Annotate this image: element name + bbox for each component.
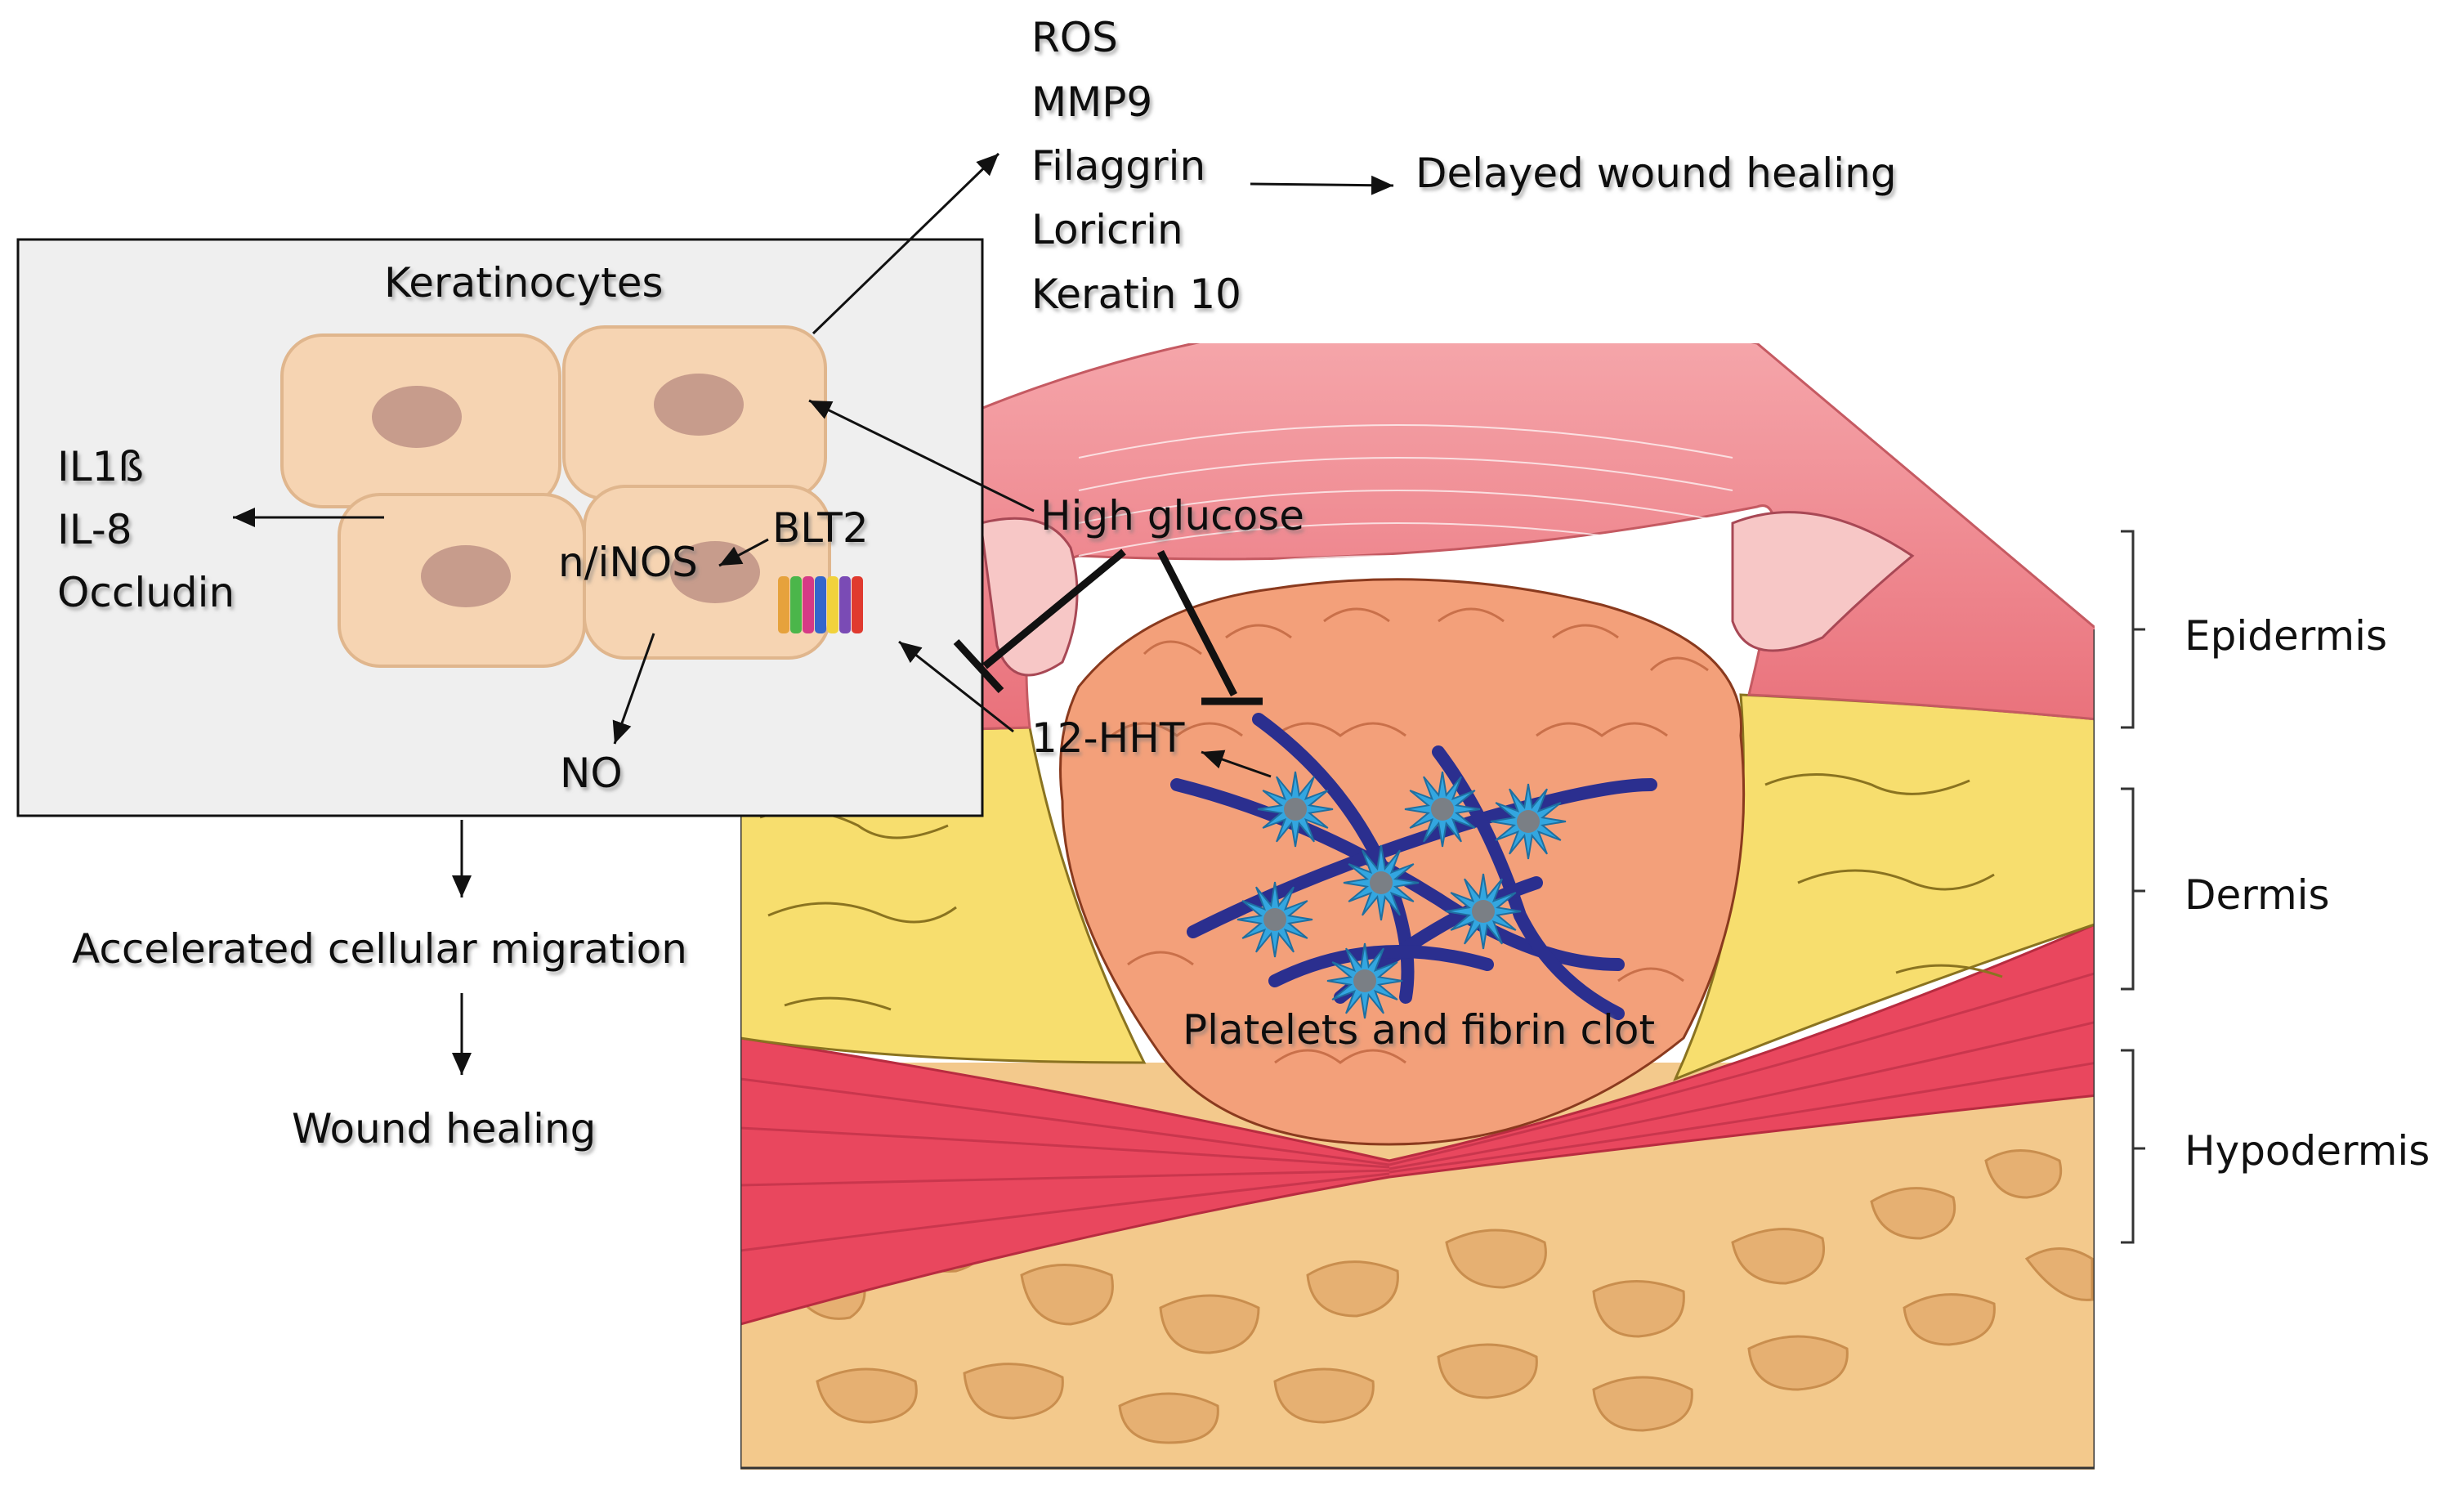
clot-bumps [1111,607,1709,1064]
arrow-to-no [612,633,655,745]
arrow-clot-to-12hht [1201,750,1272,778]
cell-nucleus [372,386,462,448]
keratinocytes-title: Keratinocytes [384,259,664,307]
skin-cross-section-illustration [740,343,2095,1470]
keratinocyte-cells [280,325,831,668]
platelets-group [1236,771,1567,1019]
illustration-frame [740,629,2095,1470]
platelet-core [1472,900,1495,923]
muscle-fibers [740,972,2095,1252]
dermis-bracket [2121,787,2145,991]
muscle-band [740,923,2095,1326]
epidermis-bracket [2121,530,2145,729]
cell-nucleus [421,545,511,607]
left-output-il1b: IL1ß [57,443,144,490]
keratinocyte-panel: Keratinocytes IL1ß IL-8 Occludin n/iNOS … [16,238,984,817]
arrow-12hht-to-blt2 [898,640,1014,733]
platelet-core [1517,810,1540,833]
arrow-glucose-to-cells [808,399,1035,512]
wound-lip-left [979,517,1079,677]
platelet-core [1284,798,1307,821]
output-filaggrin: Filaggrin [1031,142,1205,190]
top-outputs: ROS MMP9 Filaggrin Loricrin Keratin 10 D… [812,14,1897,335]
arrow-to-delayed-healing [1250,175,1394,195]
hypodermis-bracket [2121,1049,2145,1244]
inhibition-glucose-to-blt2 [953,548,1126,694]
migration-label: Accelerated cellular migration [72,925,687,973]
nos-label: n/iNOS [558,539,698,586]
no-product-label: NO [560,750,623,797]
fibrin-strands [1170,713,1657,1020]
hypodermis-label: Hypodermis [2185,1127,2430,1175]
left-output-il8: IL-8 [57,506,132,553]
epidermis-label: Epidermis [2185,612,2387,660]
output-mmp9: MMP9 [1031,78,1152,126]
12hht-label: 12-HHT [1031,714,1185,762]
clot-label: Platelets and fibrin clot [1183,1006,1655,1054]
downstream-flow: Accelerated cellular migration Wound hea… [72,820,687,1153]
skin-layer-brackets [2121,530,2145,1244]
wound-clot-tissue [1059,578,1746,1146]
left-output-occludin: Occludin [57,569,235,616]
wound-labels: High glucose 12-HHT Platelets and fibrin… [808,399,1655,1054]
dermis-label: Dermis [2185,871,2330,919]
platelet-core [1431,798,1454,821]
platelet-core [1353,969,1376,992]
output-ros: ROS [1031,14,1118,61]
platelet-core [1263,908,1286,931]
output-keratin10: Keratin 10 [1031,271,1241,318]
arrow-cells-to-outputs [812,152,1000,335]
cell-nucleus [654,374,744,436]
high-glucose-label: High glucose [1040,492,1304,539]
wound-healing-label: Wound healing [292,1105,596,1153]
arrow-blt2-to-nos [718,538,769,567]
fat-lobules [783,1149,2094,1444]
blt2-label: BLT2 [772,504,869,552]
blt2-receptor-icon [778,576,863,633]
wound-lip-right [1731,511,1915,652]
delayed-wound-healing: Delayed wound healing [1415,150,1897,197]
platelet-core [1370,871,1393,894]
output-loricrin: Loricrin [1031,206,1183,253]
inhibition-glucose-to-12hht [1156,549,1263,705]
